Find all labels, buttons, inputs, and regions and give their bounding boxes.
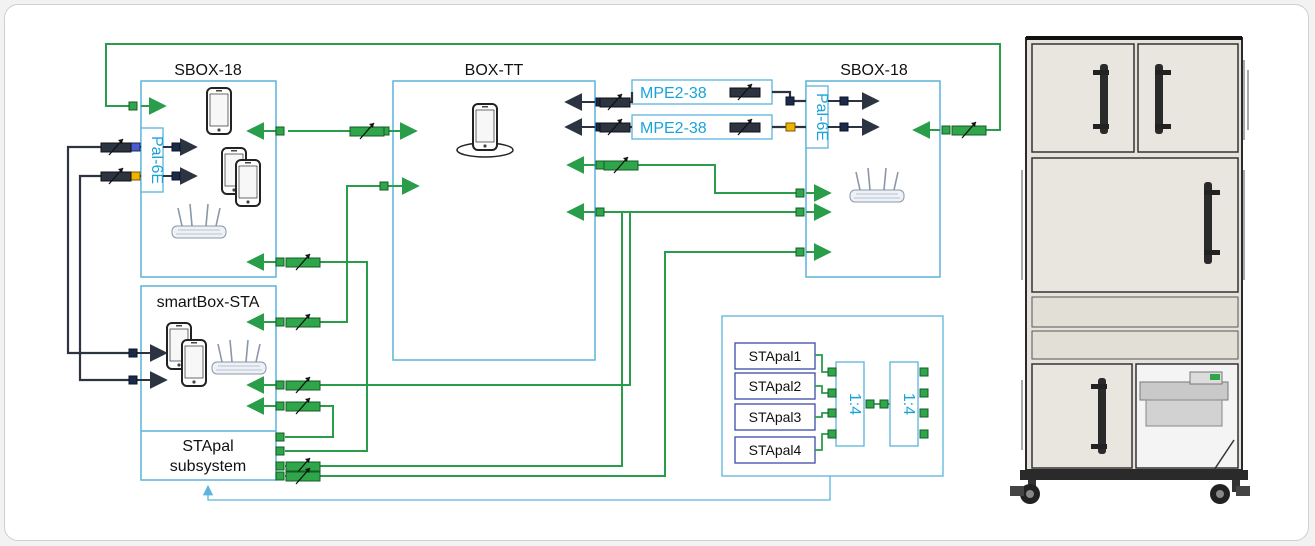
box-tt-box: [392, 80, 596, 361]
splitter-b: [889, 361, 919, 447]
dark-ports: [128, 96, 849, 385]
splitter-a: [835, 361, 865, 447]
mpe-label-2: MPE2-38: [640, 120, 707, 137]
stapal-item-2: STApal2: [749, 378, 802, 394]
stapal-item-4: STApal4: [749, 442, 802, 458]
smartphone-on-pad-icon: [456, 103, 514, 158]
sbox-right-box: [805, 80, 941, 278]
stapal-subsystem-line1: STApal: [182, 438, 233, 455]
splitter-a-label: 1:4: [846, 393, 863, 415]
router-icon: [171, 203, 227, 239]
stapal-subsystem-line2: subsystem: [170, 458, 246, 475]
pal-6e-left: [140, 127, 164, 193]
attenuator-icon: [100, 138, 132, 156]
attenuator-icons: [285, 121, 987, 485]
pal-6e-right: [805, 85, 829, 149]
splitter-b-label: 1:4: [900, 393, 917, 415]
attenuator-icon: [599, 93, 631, 111]
smartphone-icon: [181, 339, 207, 387]
stapal-items: STApal1 STApal2 STApal3 STApal4: [734, 342, 816, 464]
sbox-right-title: SBOX-18: [840, 62, 908, 79]
green-arrows: [141, 97, 940, 415]
pal-6e-right-label: Pal-6E: [813, 93, 830, 141]
smartphone-icon: [235, 159, 261, 207]
stapal-panel: [721, 315, 944, 477]
router-icon: [849, 167, 905, 203]
control-link: [202, 476, 831, 501]
stapal-item-1: STApal1: [749, 348, 802, 364]
green-ports: [128, 101, 951, 481]
stapal-item-3: STApal3: [749, 409, 802, 425]
sbox-left-title: SBOX-18: [174, 62, 242, 79]
router-icon: [211, 339, 267, 375]
box-tt-title: BOX-TT: [465, 62, 524, 79]
smartbox-sta-title: smartBox-STA: [157, 294, 260, 311]
dark-arrows: [129, 92, 880, 389]
attenuator-icon: [100, 167, 132, 185]
pal-6e-left-label: Pal-6E: [148, 136, 165, 184]
mpe-label-1: MPE2-38: [640, 85, 707, 102]
smartphone-icon: [206, 87, 232, 135]
attenuator-icon: [599, 118, 631, 136]
green-links: [105, 43, 1001, 477]
rack-cabinet-image: [1010, 36, 1250, 504]
